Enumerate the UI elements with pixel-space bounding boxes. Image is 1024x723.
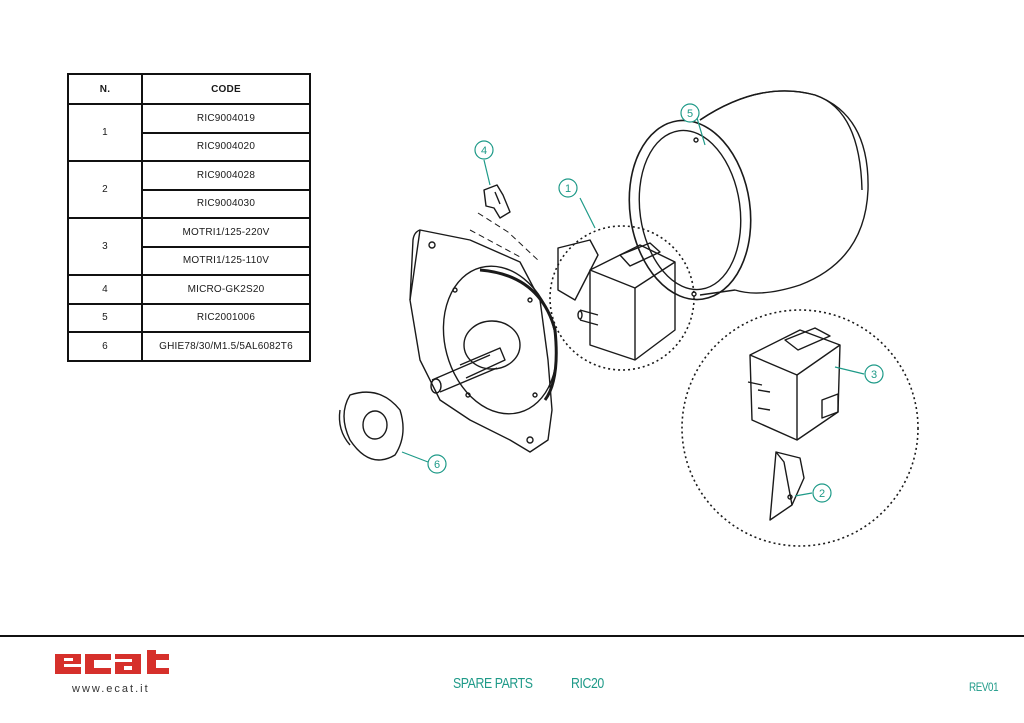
callout-3-label: 3	[871, 369, 877, 381]
detail-circle-1	[549, 225, 695, 371]
row-code: RIC2001006	[141, 302, 311, 333]
callout-5: 5	[680, 103, 700, 123]
row-num: 3	[67, 217, 143, 276]
row-code: MOTRI1/125-220V	[141, 217, 311, 248]
callout-6: 6	[427, 454, 447, 474]
ecat-logo-mark	[55, 650, 169, 674]
footer-revision: REV01	[969, 680, 999, 694]
callout-1-label: 1	[565, 183, 571, 195]
microswitch-drawing	[469, 184, 541, 263]
row-code: GHIE78/30/M1.5/5AL6082T6	[141, 331, 311, 362]
cam-drawing	[769, 451, 805, 521]
callout-4-label: 4	[481, 145, 487, 157]
table-row: RIC9004020	[68, 131, 311, 162]
header-num: N.	[67, 73, 143, 105]
row-num: 2	[67, 160, 143, 219]
motor-drawing	[747, 327, 841, 441]
callout-4: 4	[474, 140, 494, 160]
table-row: 1 RIC9004019	[67, 103, 311, 162]
row-code: RIC9004020	[141, 131, 311, 162]
cover-drawing	[628, 90, 869, 301]
table-row: 5 RIC2001006	[67, 302, 311, 333]
row-num: 5	[67, 302, 143, 333]
washer-drawing	[338, 391, 404, 461]
callout-1: 1	[558, 178, 578, 198]
detail-circle-2	[681, 309, 919, 547]
footer-divider	[0, 635, 1024, 637]
table-row: 3 MOTRI1/125-220V	[67, 217, 311, 276]
exploded-view-drawing: 1 2 3 4 5 6	[338, 90, 919, 547]
footer-model: RIC20	[571, 675, 604, 692]
callout-2: 2	[812, 483, 832, 503]
table-row: 4 MICRO-GK2S20	[67, 274, 311, 305]
flange-drawing	[409, 229, 558, 453]
parts-table: N. CODE 1 RIC9004019 RIC9004020 2 RIC900…	[67, 73, 311, 362]
footer-section-title: SPARE PARTS	[453, 675, 533, 692]
header-code: CODE	[141, 73, 311, 105]
row-num: 6	[67, 331, 143, 362]
callout-2-label: 2	[819, 488, 825, 500]
callout-3: 3	[864, 364, 884, 384]
row-code: MOTRI1/125-110V	[141, 245, 311, 276]
table-header-row: N. CODE	[67, 73, 311, 105]
ecat-logo	[55, 650, 175, 681]
website-url[interactable]: www.ecat.it	[72, 683, 150, 695]
table-row: MOTRI1/125-110V	[68, 245, 311, 276]
table-row: 6 GHIE78/30/M1.5/5AL6082T6	[67, 331, 311, 362]
callout-5-label: 5	[687, 108, 693, 120]
callout-6-label: 6	[434, 459, 440, 471]
bracket-drawing	[557, 239, 676, 361]
row-num: 1	[67, 103, 143, 162]
